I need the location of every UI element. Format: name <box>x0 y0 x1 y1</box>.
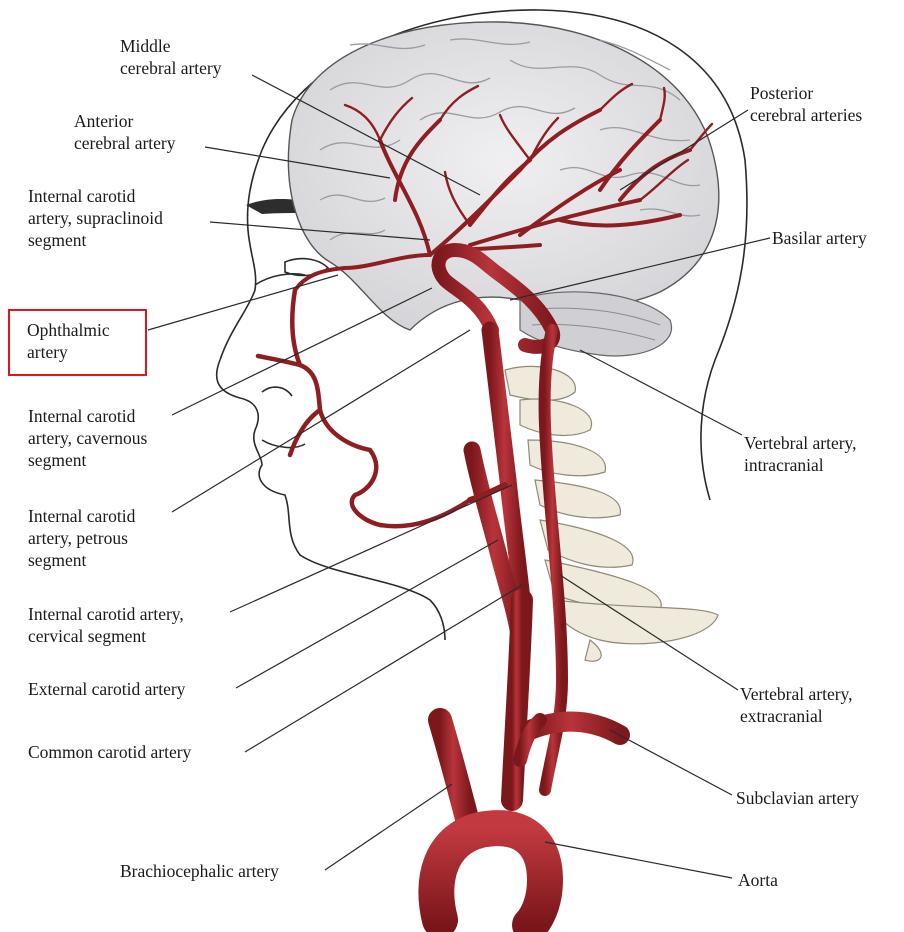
label-anterior-cerebral-artery: Anterior cerebral artery <box>74 110 176 154</box>
label-line: cerebral artery <box>120 57 222 79</box>
label-ica-cervical: Internal carotid artery, cervical segmen… <box>28 603 184 647</box>
label-ica-supraclinoid: Internal carotid artery, supraclinoid se… <box>28 185 163 251</box>
label-external-carotid-artery: External carotid artery <box>28 678 185 700</box>
label-line: extracranial <box>740 705 853 727</box>
label-line: segment <box>28 549 135 571</box>
label-line: artery <box>27 341 110 363</box>
label-line: cerebral artery <box>74 132 176 154</box>
label-brachiocephalic-artery: Brachiocephalic artery <box>120 860 279 882</box>
label-line: Internal carotid artery, <box>28 603 184 625</box>
label-line: Subclavian artery <box>736 787 859 809</box>
label-line: Ophthalmic <box>27 319 110 341</box>
label-line: Common carotid artery <box>28 741 191 763</box>
label-line: Internal carotid <box>28 505 135 527</box>
label-ica-cavernous: Internal carotid artery, cavernous segme… <box>28 405 147 471</box>
label-line: Vertebral artery, <box>740 683 853 705</box>
label-line: Middle <box>120 35 222 57</box>
cervical-spine <box>505 366 718 661</box>
label-line: cervical segment <box>28 625 184 647</box>
label-line: Internal carotid <box>28 185 163 207</box>
label-basilar-artery: Basilar artery <box>772 227 867 249</box>
label-line: Anterior <box>74 110 176 132</box>
label-line: Basilar artery <box>772 227 867 249</box>
label-line: artery, supraclinoid <box>28 207 163 229</box>
label-common-carotid-artery: Common carotid artery <box>28 741 191 763</box>
label-line: Vertebral artery, <box>744 432 857 454</box>
label-line: Aorta <box>738 869 778 891</box>
label-subclavian-artery: Subclavian artery <box>736 787 859 809</box>
label-aorta: Aorta <box>738 869 778 891</box>
label-line: segment <box>28 449 147 471</box>
label-line: Brachiocephalic artery <box>120 860 279 882</box>
label-line: cerebral arteries <box>750 104 862 126</box>
label-vertebral-artery-intracranial: Vertebral artery, intracranial <box>744 432 857 476</box>
label-middle-cerebral-artery: Middle cerebral artery <box>120 35 222 79</box>
label-posterior-cerebral-arteries: Posterior cerebral arteries <box>750 82 862 126</box>
label-line: artery, cavernous <box>28 427 147 449</box>
label-line: intracranial <box>744 454 857 476</box>
label-line: External carotid artery <box>28 678 185 700</box>
label-vertebral-artery-extracranial: Vertebral artery, extracranial <box>740 683 853 727</box>
label-ophthalmic-artery: Ophthalmic artery <box>27 319 110 363</box>
label-line: artery, petrous <box>28 527 135 549</box>
label-line: Internal carotid <box>28 405 147 427</box>
label-line: segment <box>28 229 163 251</box>
label-line: Posterior <box>750 82 862 104</box>
label-ica-petrous: Internal carotid artery, petrous segment <box>28 505 135 571</box>
